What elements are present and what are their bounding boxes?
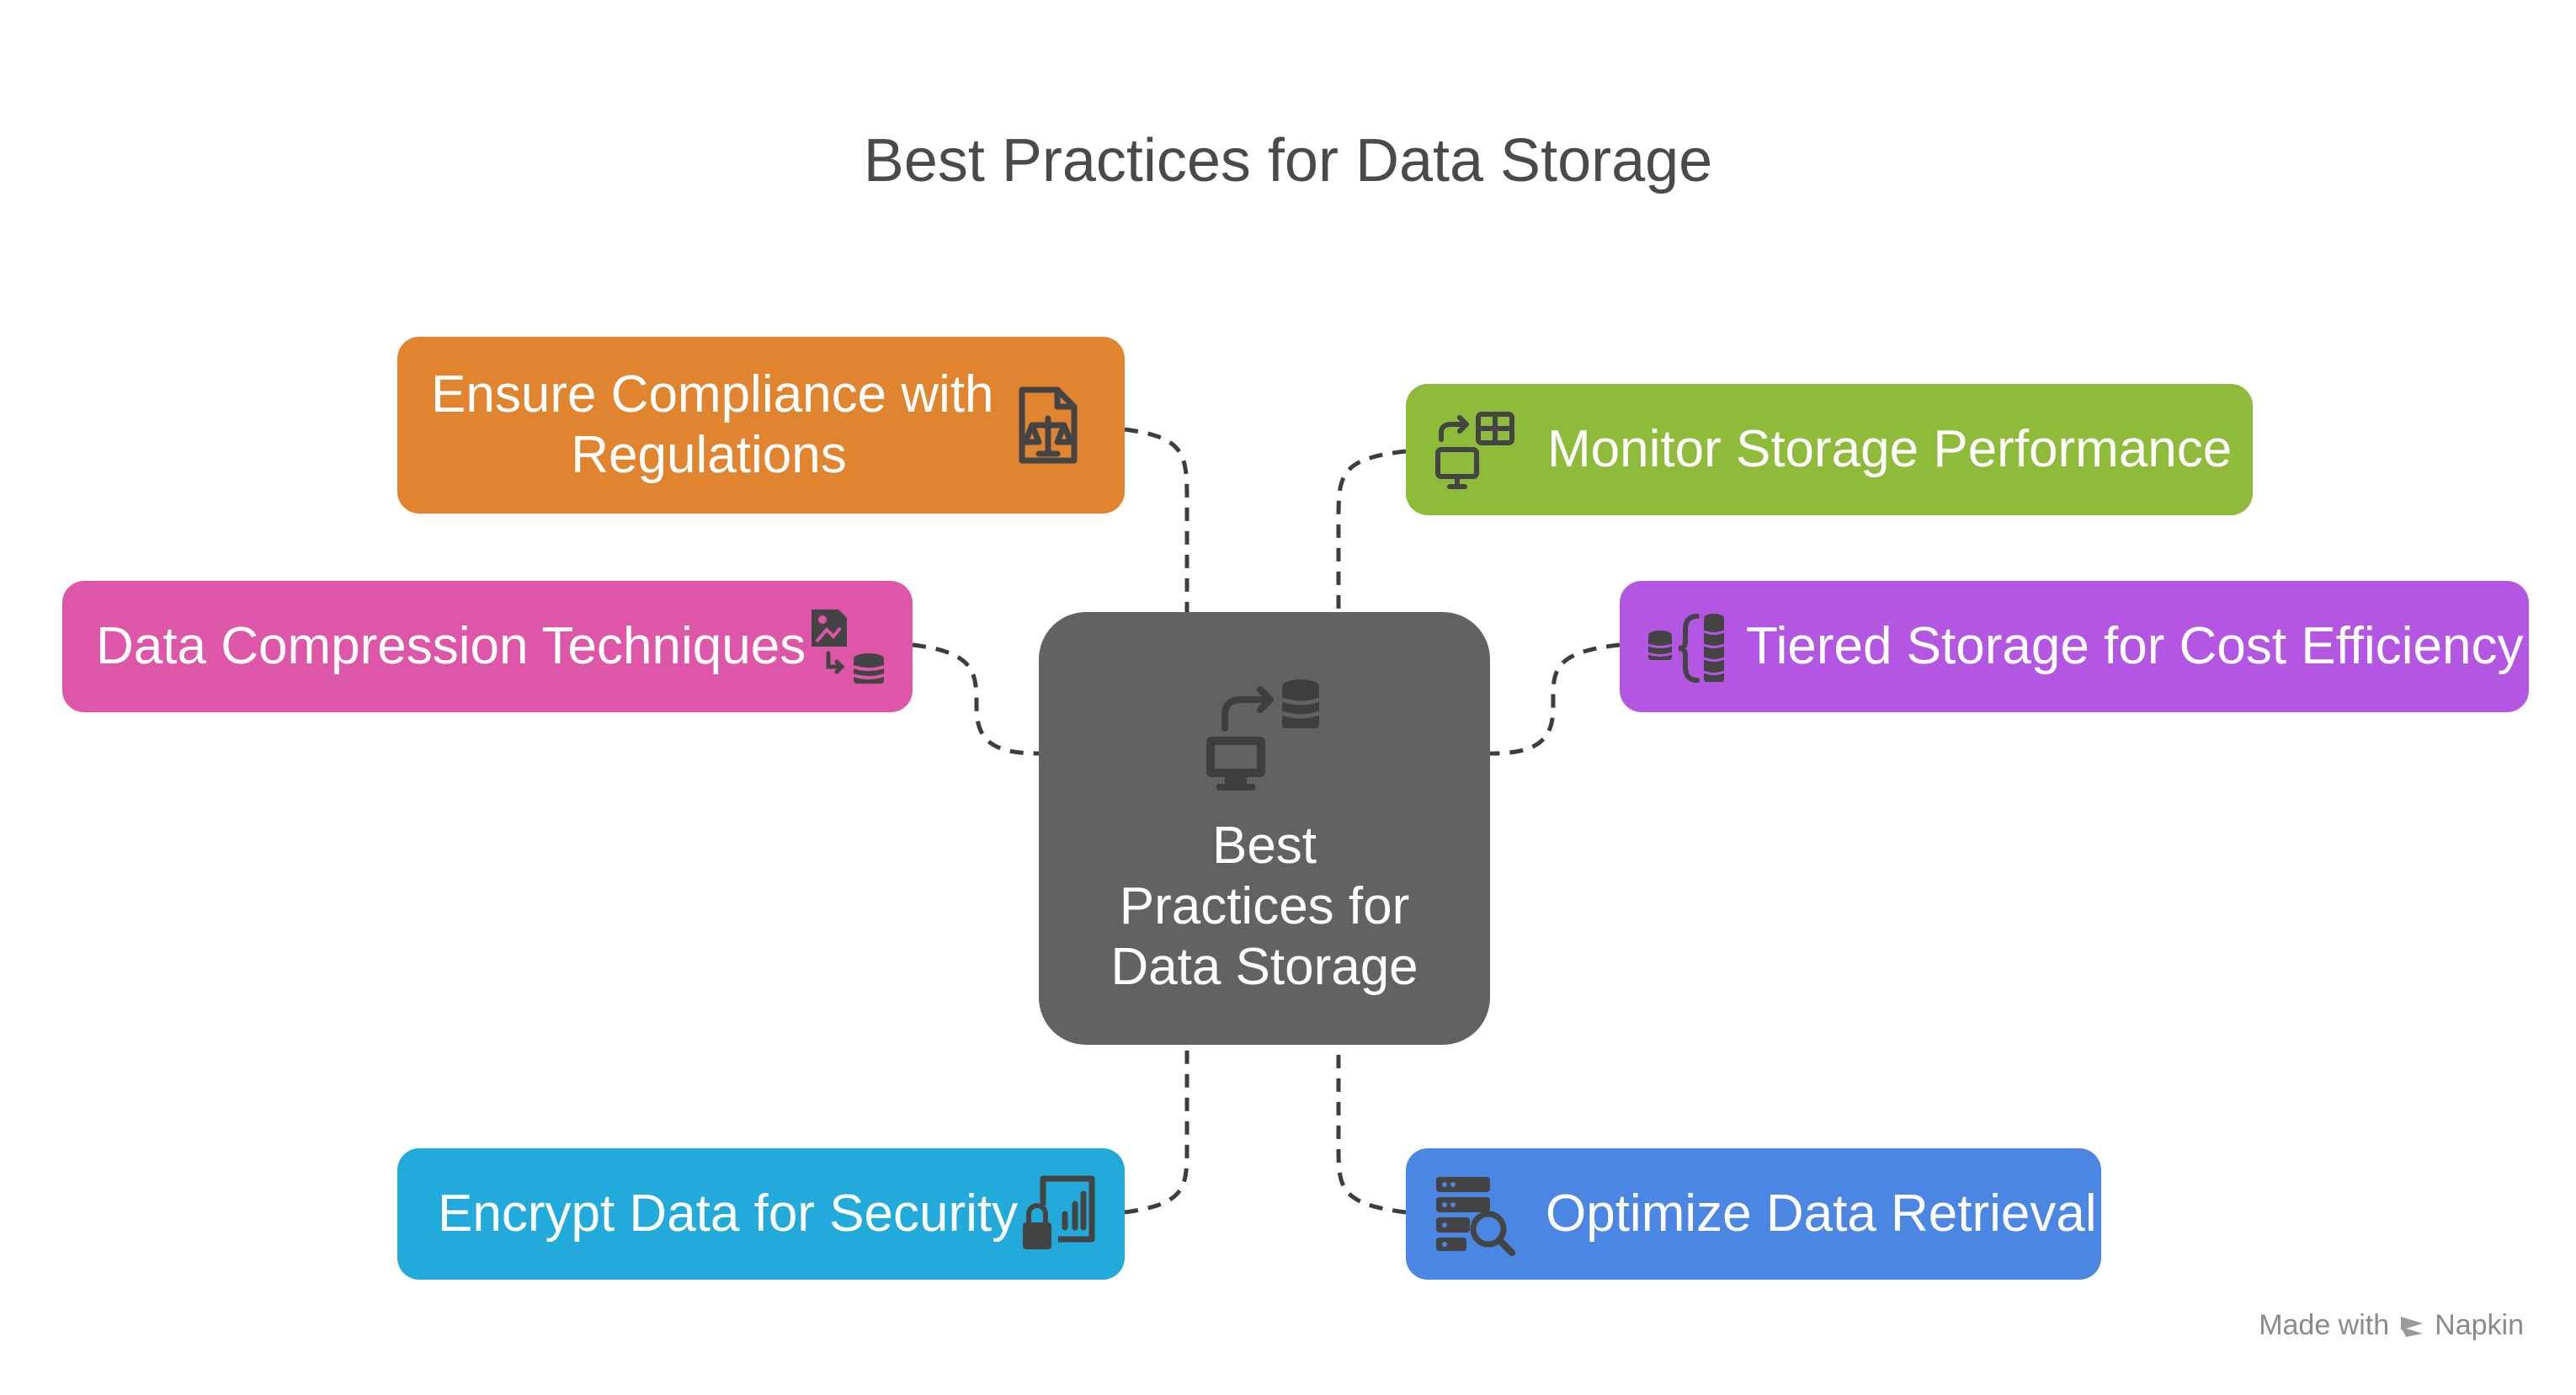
node-retrieval[interactable]: Optimize Data Retrieval [1406, 1148, 2101, 1280]
center-label-line2: Practices for [1119, 877, 1410, 935]
connector-monitor [1336, 449, 1407, 612]
made-with-text: Made with [2259, 1309, 2390, 1341]
napkin-brand: Napkin [2435, 1309, 2524, 1341]
node-encrypt[interactable]: Encrypt Data for Security [397, 1148, 1125, 1280]
node-tiered-label: Tiered Storage for Cost Efficiency [1746, 617, 2524, 675]
computer-database-sync-icon [1201, 668, 1328, 794]
connector-compliance [1124, 427, 1190, 612]
server-search-icon [1433, 1172, 1517, 1256]
connector-encrypt [1124, 1045, 1190, 1215]
node-monitor-label: Monitor Storage Performance [1547, 420, 2233, 478]
diagram-title: Best Practices for Data Storage [863, 127, 1713, 194]
node-compliance-label-line2: Regulations [571, 426, 847, 484]
node-compression-label: Data Compression Techniques [96, 617, 806, 675]
secure-report-lock-icon [1018, 1172, 1102, 1256]
node-tiered[interactable]: Tiered Storage for Cost Efficiency [1620, 581, 2529, 712]
node-encrypt-label: Encrypt Data for Security [438, 1185, 1019, 1243]
center-label-line3: Data Storage [1110, 938, 1418, 996]
connector-tiered [1489, 642, 1621, 756]
node-compression[interactable]: Data Compression Techniques [62, 581, 913, 712]
made-with-napkin[interactable]: Made with Napkin [2259, 1309, 2524, 1342]
node-compliance[interactable]: Ensure Compliance with Regulations [397, 337, 1125, 514]
tiered-database-icon [1645, 604, 1729, 689]
node-retrieval-label: Optimize Data Retrieval [1546, 1185, 2097, 1243]
center-hub[interactable]: Best Practices for Data Storage [1039, 612, 1490, 1045]
napkin-logo-icon [2401, 1316, 2424, 1337]
connector-retrieval [1336, 1045, 1407, 1215]
node-compliance-label-line1: Ensure Compliance with [431, 365, 994, 423]
connector-compression [912, 642, 1040, 756]
center-label-line1: Best [1211, 817, 1317, 875]
node-monitor[interactable]: Monitor Storage Performance [1406, 384, 2253, 515]
legal-document-scale-icon [1007, 383, 1091, 467]
image-to-database-icon [806, 604, 891, 689]
monitor-sync-table-icon [1433, 407, 1517, 492]
